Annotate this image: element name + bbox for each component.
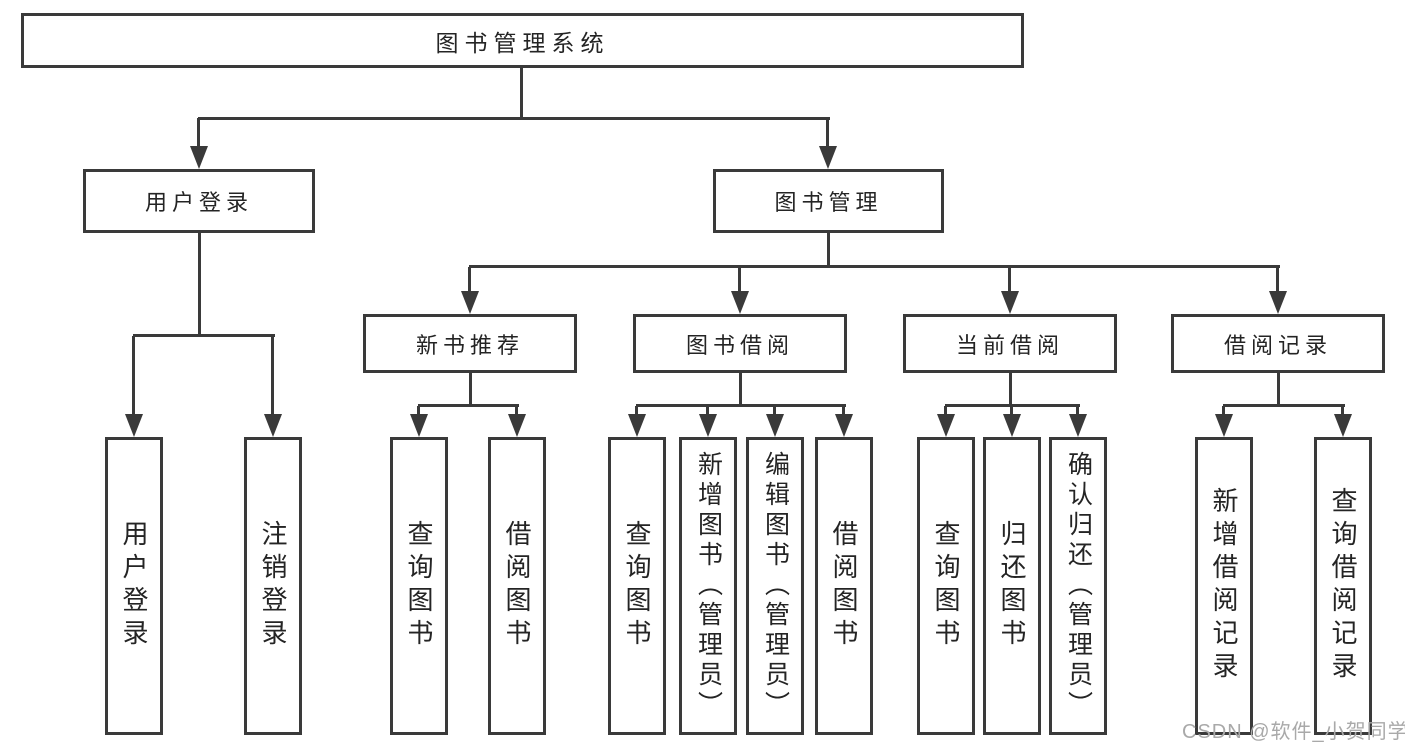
arrow-down-recommend-2	[508, 406, 526, 437]
leaf-borrow-query-books: 查询图书	[608, 437, 666, 735]
leaf-label: 新增借阅记录	[1209, 487, 1239, 685]
node-label: 当前借阅	[955, 332, 1064, 358]
tree-vline-current	[1009, 373, 1012, 406]
leaf-label: 归还图书	[997, 520, 1027, 652]
leaf-label: 借阅图书	[829, 520, 859, 652]
tree-vline-records	[1277, 373, 1280, 406]
arrow-down-to-borrow	[731, 267, 749, 314]
tree-hline-book-management	[469, 265, 1280, 268]
arrow-down-to-leaf-login	[125, 336, 143, 437]
tree-vline-book-management	[827, 233, 830, 267]
node-label: 借阅记录	[1223, 332, 1332, 358]
arrow-down-borrow-4	[835, 406, 853, 437]
arrow-down-to-records	[1269, 267, 1287, 314]
arrow-down-borrow-2	[699, 406, 717, 437]
arrow-down-to-recommend	[461, 267, 479, 314]
tree-vline-borrow	[739, 373, 742, 406]
tree-hline-user-login	[133, 334, 275, 337]
arrow-down-recommend-1	[410, 406, 428, 437]
node-library-management-system: 图书管理系统	[21, 13, 1024, 68]
arrow-down-to-current	[1001, 267, 1019, 314]
arrow-down-to-book-management	[819, 118, 837, 169]
leaf-current-query-books: 查询图书	[917, 437, 975, 735]
tree-vline-root	[520, 68, 523, 118]
arrow-down-to-user-login	[190, 118, 208, 169]
leaf-label: 查询图书	[931, 520, 961, 652]
node-label: 图书管理系统	[435, 29, 610, 56]
node-user-login: 用户登录	[83, 169, 315, 233]
leaf-label: 用户登录	[119, 520, 149, 652]
leaf-label: 查询图书	[622, 520, 652, 652]
leaf-label: 编辑图书（管理员）	[761, 451, 790, 721]
tree-hline-recommend	[418, 404, 519, 407]
arrow-down-to-leaf-logout	[264, 336, 282, 437]
tree-hline-current	[945, 404, 1080, 407]
arrow-down-records-1	[1215, 406, 1233, 437]
node-current-borrowing: 当前借阅	[903, 314, 1117, 373]
leaf-borrow-books: 借阅图书	[815, 437, 873, 735]
csdn-watermark: CSDN @软件_小贺同学	[1182, 721, 1405, 743]
leaf-confirm-return-admin: 确认归还（管理员）	[1049, 437, 1107, 735]
leaf-label: 新增图书（管理员）	[694, 451, 723, 721]
leaf-label: 借阅图书	[502, 520, 532, 652]
tree-vline-user-login	[198, 233, 201, 336]
node-new-book-recommendation: 新书推荐	[363, 314, 577, 373]
node-borrowing-records: 借阅记录	[1171, 314, 1385, 373]
arrow-down-records-2	[1334, 406, 1352, 437]
node-label: 新书推荐	[415, 332, 524, 358]
leaf-recommend-query-books: 查询图书	[390, 437, 448, 735]
arrow-down-borrow-1	[628, 406, 646, 437]
leaf-query-borrow-record: 查询借阅记录	[1314, 437, 1372, 735]
tree-hline-records	[1223, 404, 1345, 407]
node-label: 图书借阅	[685, 332, 794, 358]
tree-hline-root	[198, 117, 830, 120]
leaf-return-books: 归还图书	[983, 437, 1041, 735]
leaf-label: 查询图书	[404, 520, 434, 652]
tree-hline-borrow	[636, 404, 846, 407]
node-book-management: 图书管理	[713, 169, 944, 233]
leaf-label: 注销登录	[258, 520, 288, 652]
leaf-label: 确认归还（管理员）	[1064, 451, 1093, 721]
leaf-recommend-borrow-books: 借阅图书	[488, 437, 546, 735]
leaf-add-book-admin: 新增图书（管理员）	[679, 437, 737, 735]
leaf-logout: 注销登录	[244, 437, 302, 735]
arrow-down-current-1	[937, 406, 955, 437]
arrow-down-current-2	[1003, 406, 1021, 437]
leaf-add-borrow-record: 新增借阅记录	[1195, 437, 1253, 735]
arrow-down-current-3	[1069, 406, 1087, 437]
leaf-edit-book-admin: 编辑图书（管理员）	[746, 437, 804, 735]
leaf-user-login: 用户登录	[105, 437, 163, 735]
node-book-borrowing: 图书借阅	[633, 314, 847, 373]
node-label: 用户登录	[144, 190, 253, 215]
leaf-label: 查询借阅记录	[1328, 487, 1358, 685]
tree-vline-recommend	[469, 373, 472, 406]
arrow-down-borrow-3	[766, 406, 784, 437]
node-label: 图书管理	[774, 190, 883, 215]
